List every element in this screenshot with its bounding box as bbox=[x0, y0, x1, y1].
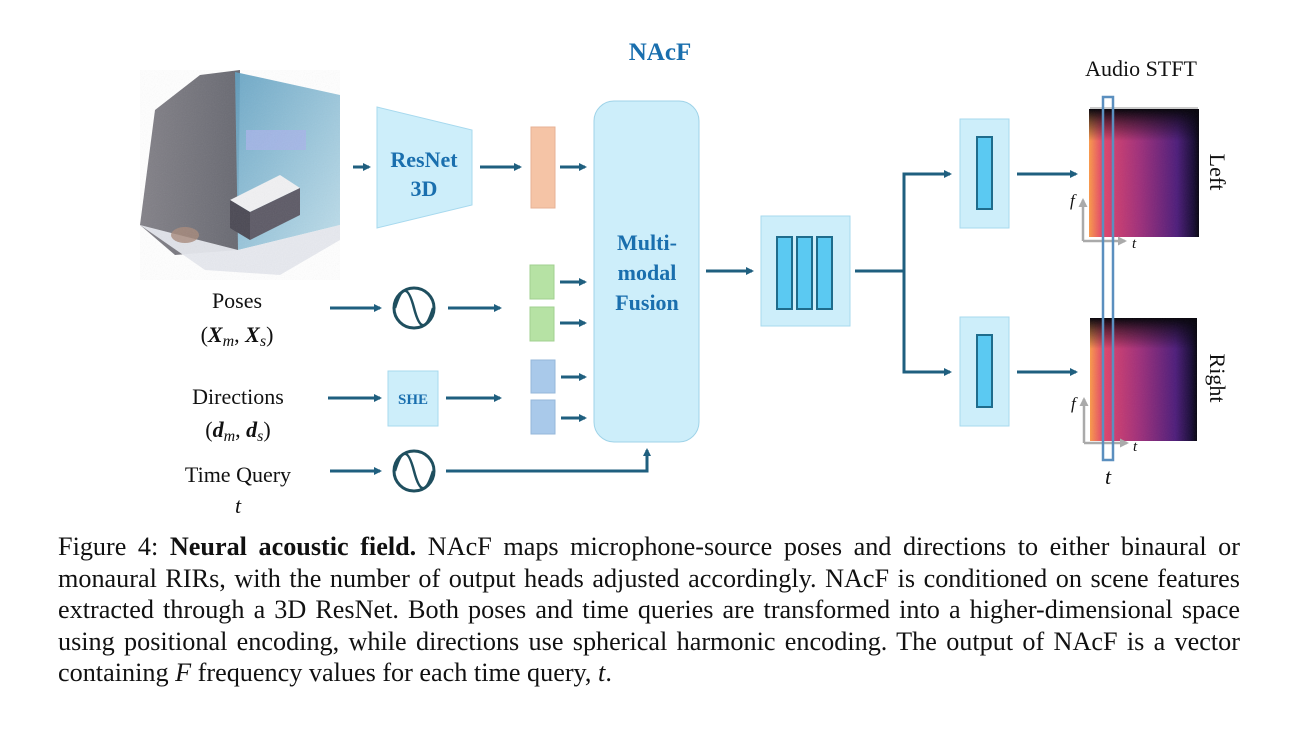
she-label: SHE bbox=[398, 392, 428, 408]
caption-text-1: NAcF maps microphone-source poses and di… bbox=[58, 532, 1240, 688]
direction-feature-vector-1 bbox=[530, 359, 556, 394]
right-axis-f: f bbox=[1071, 394, 1078, 413]
scene-point-cloud-image bbox=[140, 70, 340, 280]
time-slice-label: t bbox=[1105, 464, 1112, 489]
time-slice-highlight bbox=[1101, 95, 1115, 462]
audio-stft-title: Audio STFT bbox=[1085, 56, 1197, 81]
caption-text-2: frequency values for each time query, bbox=[191, 658, 599, 688]
figure-caption: Figure 4: Neural acoustic field. NAcF ma… bbox=[58, 531, 1240, 689]
caption-math-t: t bbox=[598, 658, 606, 688]
fusion-label-line3: Fusion bbox=[615, 290, 679, 315]
left-axis-f: f bbox=[1070, 191, 1077, 210]
caption-label: Figure 4: bbox=[58, 532, 159, 561]
poses-math: (Xm, Xs) bbox=[201, 322, 274, 350]
encoder-label-line2: 3D bbox=[411, 176, 438, 201]
caption-title: Neural acoustic field. bbox=[169, 532, 417, 561]
nacf-architecture-diagram: NAcF ResNet 3D Multi- modal Fusion Poses… bbox=[140, 39, 1230, 518]
arrow-trunk-to-right-head bbox=[902, 271, 952, 376]
resnet-3d-encoder: ResNet 3D bbox=[376, 106, 473, 229]
arrow-trunk-to-left-head bbox=[902, 170, 952, 373]
pose-feature-vector-2 bbox=[529, 306, 555, 342]
right-spectrogram-axes: f t bbox=[1071, 394, 1138, 455]
arrow-time-encoding-to-fusion bbox=[446, 448, 651, 473]
directions-label: Directions bbox=[192, 384, 284, 409]
right-spectrogram bbox=[1090, 318, 1197, 441]
fusion-label-line1: Multi- bbox=[617, 230, 677, 255]
pose-feature-vector-1 bbox=[529, 264, 555, 300]
sine-wave-circle-icon bbox=[392, 286, 436, 330]
fusion-label-line2: modal bbox=[618, 260, 677, 285]
left-output-head bbox=[959, 118, 1010, 229]
time-query-math: t bbox=[235, 493, 242, 518]
caption-math-F: F bbox=[175, 658, 192, 688]
left-channel-label: Left bbox=[1205, 154, 1230, 191]
left-axis-t: t bbox=[1132, 236, 1137, 252]
direction-feature-vector-2 bbox=[530, 399, 556, 435]
encoder-label-line1: ResNet bbox=[390, 147, 458, 172]
she-block: SHE bbox=[387, 370, 439, 427]
caption-text-end: . bbox=[605, 658, 612, 688]
poses-label: Poses bbox=[212, 288, 262, 313]
directions-math: (dm, ds) bbox=[205, 417, 270, 445]
shared-mlp-trunk bbox=[760, 215, 851, 327]
left-spectrogram bbox=[1089, 107, 1199, 237]
right-axis-t: t bbox=[1133, 439, 1138, 455]
diagram-title: NAcF bbox=[629, 39, 691, 66]
multimodal-fusion-block: Multi- modal Fusion bbox=[593, 100, 700, 443]
right-channel-label: Right bbox=[1205, 354, 1230, 403]
sine-wave-circle-icon bbox=[392, 449, 436, 493]
right-output-head bbox=[959, 316, 1010, 427]
time-query-label: Time Query bbox=[185, 462, 291, 487]
scene-feature-vector bbox=[530, 126, 556, 209]
